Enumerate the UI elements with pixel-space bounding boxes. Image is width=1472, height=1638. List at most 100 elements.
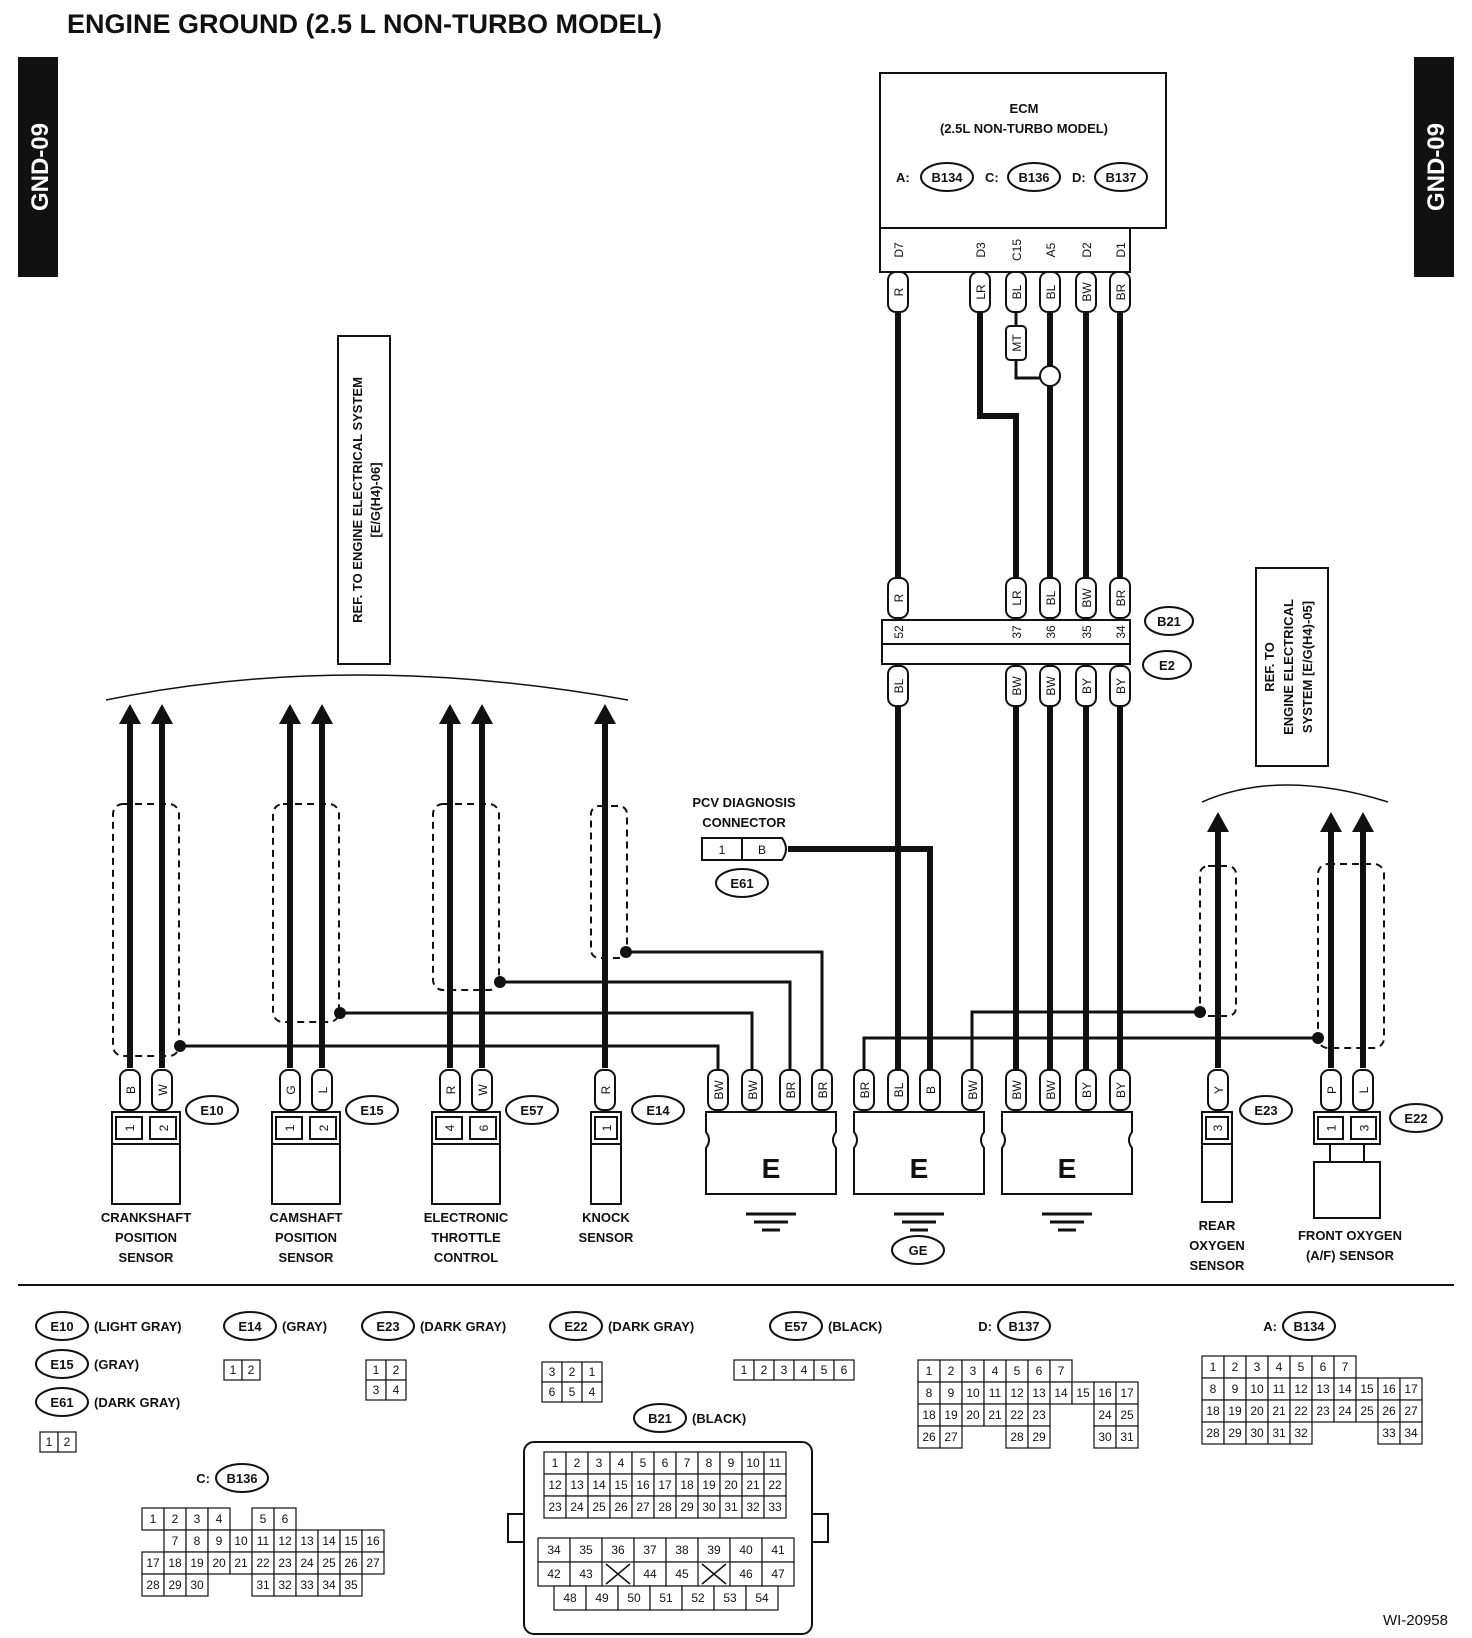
ground-3-color-1-box (1005, 1069, 1027, 1111)
ecm-wire-color-C15: BL (1010, 284, 1024, 299)
ground-3-color-4: BY (1114, 1082, 1128, 1098)
pinout-b134-pin-30: 30 (1250, 1426, 1264, 1440)
pinout-b134-pin-16: 16 (1382, 1382, 1396, 1396)
junction-upper-color-36: BL (1044, 590, 1058, 605)
pcv-id-badge (715, 868, 769, 898)
pinout-e57-pin-1: 1 (741, 1363, 748, 1377)
pinout-b21-pin-43: 43 (579, 1567, 593, 1581)
sensor-E15-pin-cell-2 (309, 1116, 337, 1140)
pinout-b21-cell (763, 1495, 787, 1519)
ecm-conn-d-id: B137 (1105, 170, 1136, 185)
pinout-b21-pin-27: 27 (636, 1500, 650, 1514)
sensor-E10-name-1: CRANKSHAFT (101, 1210, 191, 1225)
pinout-b21-pin-34: 34 (547, 1543, 561, 1557)
pinout-b21-pin-25: 25 (592, 1500, 606, 1514)
pinout-b137-pin-18: 18 (922, 1408, 936, 1422)
pinout-b137-pin-1: 1 (926, 1364, 933, 1378)
pinout-b21-pin-16: 16 (636, 1478, 650, 1492)
pinout-e57-pin-4: 4 (801, 1363, 808, 1377)
pcv-name-line2: CONNECTOR (702, 815, 786, 830)
legend-E57: E57 (784, 1319, 807, 1334)
sensor-E15-pin-cell-1 (275, 1116, 303, 1140)
ground-2-color-4: BW (966, 1080, 980, 1100)
pinout-b136-pin-9: 9 (216, 1534, 223, 1548)
sensor-E15-pin-1: 1 (283, 1124, 297, 1131)
sensor-E15-name-1: CAMSHAFT (270, 1210, 343, 1225)
junction-e2-id: E2 (1159, 658, 1175, 673)
sensor-E15-wire-1-box (279, 1069, 301, 1111)
pinout-b21-pin-20: 20 (724, 1478, 738, 1492)
pinout-e22-pin-5: 5 (569, 1385, 576, 1399)
sensor-E10-wire-2: W (156, 1084, 170, 1096)
sensor-E10-id: E10 (200, 1103, 223, 1118)
junction-upper-color-37-box (1005, 577, 1027, 619)
pinout-b136-pin-27: 27 (366, 1556, 380, 1570)
ground-3-color-4-box (1109, 1069, 1131, 1111)
pinout-b134-pin-26: 26 (1382, 1404, 1396, 1418)
sensor-E10-name-2: POSITION (115, 1230, 177, 1245)
pinout-b21-ear-left (507, 1513, 525, 1543)
side-tab-right-label: GND-09 (1423, 123, 1450, 211)
legend-E57-desc: (BLACK) (828, 1319, 882, 1334)
legend-E61-badge (35, 1387, 89, 1417)
wire-labels: D7RD3LRC15BLA5BLD2BWD1BRR52BLLR37BWBL36B… (101, 239, 1443, 1273)
figure-id: WI-20958 (1383, 1612, 1448, 1629)
pinout-b21-pin-19: 19 (702, 1478, 716, 1492)
pinout-b21-pin-48: 48 (563, 1591, 577, 1605)
ecm-conn-d-prefix: D: (1072, 170, 1086, 185)
junction-upper-color-35: BW (1080, 588, 1094, 608)
ground-1-color-2-box (741, 1069, 763, 1111)
pinout-b21-pin-28: 28 (658, 1500, 672, 1514)
sensor-E10-wire-2-box (151, 1069, 173, 1111)
junction-lower-color-36: BW (1044, 676, 1058, 696)
pinout-b21-cell (713, 1585, 747, 1611)
junction-upper-color-35-box (1075, 577, 1097, 619)
sensor-E10-wire-1-box (119, 1069, 141, 1111)
ecm-wire-color-D2-box (1075, 271, 1097, 313)
pinout-e22-pin-1: 1 (589, 1365, 596, 1379)
sensor-E10-id-badge (185, 1095, 239, 1125)
pinout-b21-pin-3: 3 (596, 1456, 603, 1470)
pinout-b136-pin-22: 22 (256, 1556, 270, 1570)
sensor-E22-name-2: (A/F) SENSOR (1306, 1248, 1395, 1263)
pinout-b136-pin-8: 8 (194, 1534, 201, 1548)
pinout-b136-pin-17: 17 (146, 1556, 160, 1570)
ecm-wire-color-D3-box (969, 271, 991, 313)
pinout-b21-pin-8: 8 (706, 1456, 713, 1470)
pinout-e14-pin-2: 2 (248, 1363, 255, 1377)
pinout-b137-pin-6: 6 (1036, 1364, 1043, 1378)
connector-legend: E10(LIGHT GRAY)E15(GRAY)E61(DARK GRAY)E1… (35, 1311, 1423, 1635)
legend-E14-badge (223, 1311, 277, 1341)
pinout-b137-cell (1115, 1425, 1139, 1449)
ecm-wire-color-A5: BL (1044, 284, 1058, 299)
junction-upper-color-34: BR (1114, 589, 1128, 606)
ecm-wire-color-D2: BW (1080, 282, 1094, 302)
pcv-id: E61 (730, 876, 753, 891)
pinout-b134-pin-2: 2 (1232, 1360, 1239, 1374)
sensor-E57-name-2: THROTTLE (431, 1230, 501, 1245)
pinout-b134-pin-10: 10 (1250, 1382, 1264, 1396)
sensor-E22-pin-cell-2 (1350, 1116, 1377, 1140)
legend-E61-desc: (DARK GRAY) (94, 1395, 180, 1410)
junction-pin-52: 52 (892, 625, 906, 639)
ecm-box: ECM (2.5L NON-TURBO MODEL) A: B134 C: B1… (879, 72, 1167, 273)
ground-2-color-1: BR (858, 1081, 872, 1098)
legend-B134-badge (1282, 1311, 1336, 1341)
pinout-b137-pin-17: 17 (1120, 1386, 1134, 1400)
ground-1-color-2: BW (746, 1080, 760, 1100)
pinout-b136-pin-4: 4 (216, 1512, 223, 1526)
pinout-b137-pin-19: 19 (944, 1408, 958, 1422)
ground-2-color-3-box (919, 1069, 941, 1111)
mt-label: MT (1010, 334, 1024, 352)
junction-lower-color-35: BY (1080, 678, 1094, 694)
pinout-b21-pin-36: 36 (611, 1543, 625, 1557)
sensor-E22-pin-1: 1 (1325, 1124, 1339, 1131)
pinout-b136-pin-1: 1 (150, 1512, 157, 1526)
side-tab-left: GND-09 (18, 57, 58, 277)
splice-node (1039, 365, 1061, 387)
pinout-b137-pin-30: 30 (1098, 1430, 1112, 1444)
pinout-b136-cell (339, 1573, 363, 1597)
pinout-b134-pin-6: 6 (1320, 1360, 1327, 1374)
ecm-pin-D2: D2 (1080, 242, 1094, 258)
ecm-wire-color-C15-box (1005, 271, 1027, 313)
